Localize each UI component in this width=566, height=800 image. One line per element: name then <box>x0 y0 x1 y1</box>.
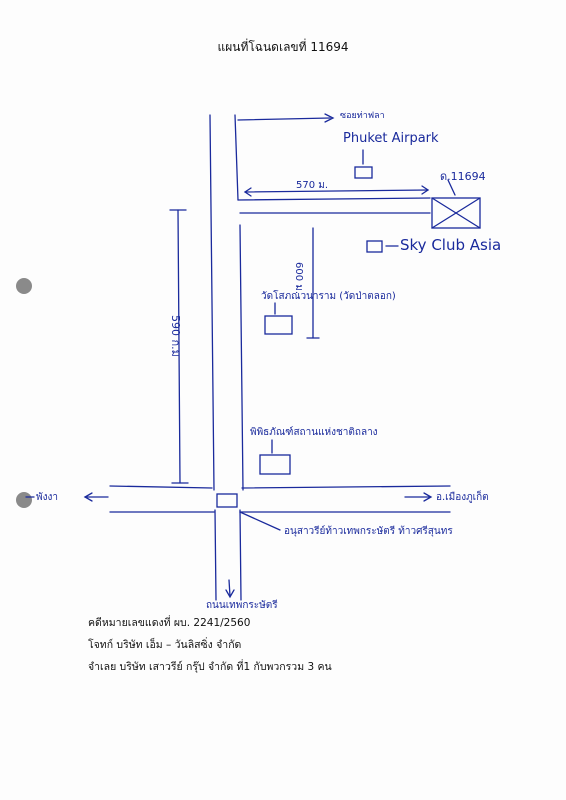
monument-box <box>216 493 238 508</box>
plot-box <box>431 197 481 229</box>
east-arrow-head <box>423 492 433 502</box>
side-road-top-edge <box>237 197 431 201</box>
distance-vertical-long-label: 590 ก.ม <box>169 315 182 357</box>
distance-h-arrow-left <box>243 187 252 197</box>
east-label: อ.เมืองภูเก็ต <box>436 492 489 503</box>
airpark-label: Phuket Airpark <box>343 131 439 146</box>
monument-pointer <box>239 511 281 531</box>
skyclub-label: Sky Club Asia <box>400 236 502 254</box>
distance-horizontal-line <box>244 189 429 193</box>
south-road-left-edge <box>214 509 217 601</box>
road-top-label: ซอยท่าฟลา <box>340 111 385 121</box>
plot-cross-2 <box>431 197 481 229</box>
cross-road-top-right <box>241 485 451 489</box>
defendant-line: จำเลย บริษัท เสาวรีย์ กรุ๊ป จำกัด ที่1 ก… <box>88 661 332 673</box>
skyclub-box <box>366 240 383 253</box>
airpark-box <box>354 166 373 179</box>
page-title: แผนที่โฉนดเลขที่ 11694 <box>217 40 349 54</box>
temple-label: วัดโสภณวนาราม (วัดป่าตลอก) <box>261 291 396 302</box>
museum-box <box>259 454 291 475</box>
punch-hole-bottom <box>16 492 32 508</box>
plot-label: ด.11694 <box>440 170 486 183</box>
plot-pointer <box>447 179 456 196</box>
west-arrow-head <box>83 492 93 502</box>
soi-arrow-head <box>324 113 335 123</box>
case-number: คดีหมายเลขแดงที่ ผบ. 2241/2560 <box>88 617 251 629</box>
south-road-label: ถนนเทพกระษัตรี <box>206 600 278 611</box>
monument-label: อนุสาวรีย์ท้าวเทพกระษัตรี ท้าวศรีสุนทร <box>284 526 453 537</box>
main-road-right-edge-top <box>234 114 239 201</box>
distance-long-line <box>177 209 181 484</box>
plaintiff-line: โจทก์ บริษัท เอ็ม – วันลิสซิ่ง จำกัด <box>88 639 242 651</box>
museum-label: พิพิธภัณฑ์สถานแห่งชาติถลาง <box>250 427 378 438</box>
temple-box <box>264 315 293 335</box>
south-arrow-head <box>225 589 235 599</box>
distance-horizontal-label: 570 ม. <box>296 180 329 191</box>
soi-road-line <box>237 117 331 121</box>
punch-hole-top <box>16 278 32 294</box>
south-arrow-line <box>228 579 231 597</box>
south-road-right-edge <box>239 509 242 601</box>
distance-h-arrow-right <box>421 185 430 195</box>
main-road-right-edge-bottom <box>239 224 244 491</box>
cross-road-top-left <box>109 485 213 489</box>
main-road-left-edge <box>209 114 215 491</box>
west-label: พังงา <box>36 492 58 503</box>
